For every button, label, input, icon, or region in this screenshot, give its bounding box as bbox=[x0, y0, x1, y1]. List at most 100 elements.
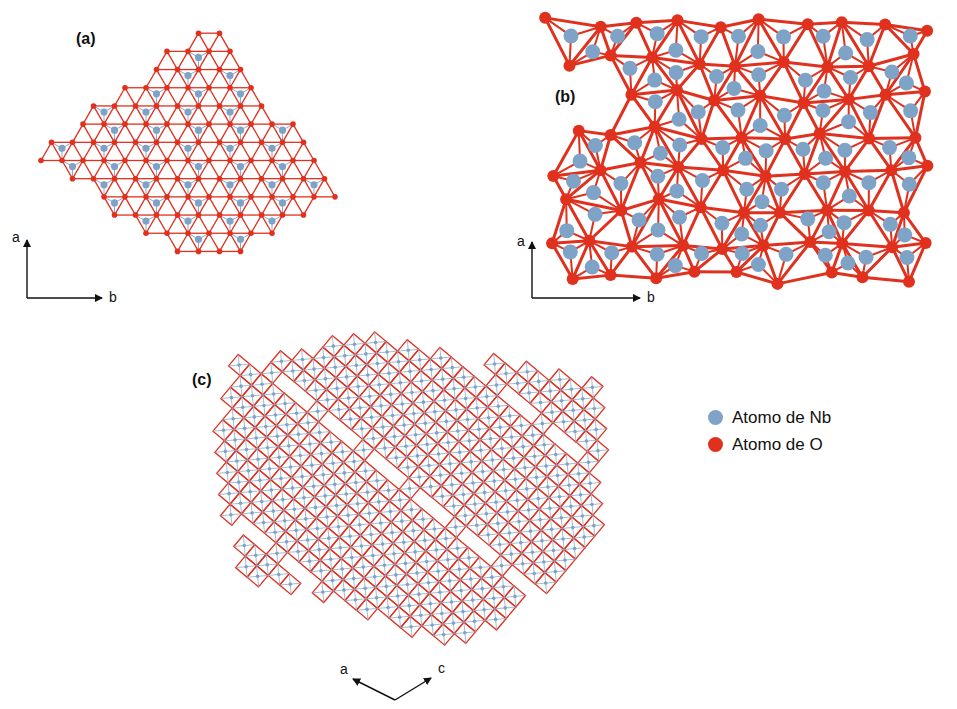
nb-atom bbox=[142, 145, 149, 152]
octahedron-outline bbox=[317, 389, 338, 410]
bond-line bbox=[309, 551, 311, 572]
bond-line bbox=[455, 399, 457, 420]
bond-line bbox=[259, 470, 261, 491]
nb-atom bbox=[651, 222, 666, 237]
bond-line bbox=[209, 197, 220, 215]
nb-atom bbox=[672, 112, 687, 127]
bond-line bbox=[361, 535, 363, 556]
bond-line bbox=[213, 429, 234, 431]
bond-line bbox=[178, 160, 189, 178]
octahedron-outline bbox=[365, 332, 386, 353]
octahedron-outline bbox=[522, 542, 543, 563]
bond-line bbox=[232, 408, 234, 429]
o-atom bbox=[672, 161, 684, 173]
o-atom bbox=[921, 160, 933, 172]
bond-line bbox=[365, 343, 367, 364]
octahedron-outline bbox=[261, 479, 282, 500]
octahedron-outline bbox=[221, 387, 242, 408]
octahedron-outline bbox=[234, 418, 255, 439]
octahedron-outline bbox=[554, 550, 575, 571]
bond-line bbox=[253, 522, 274, 524]
bond-line bbox=[307, 529, 309, 550]
bond-line bbox=[468, 428, 489, 430]
octahedron-outline bbox=[421, 359, 442, 380]
bond-line bbox=[297, 539, 318, 541]
nb-atom bbox=[613, 176, 628, 191]
o-atom bbox=[70, 140, 76, 146]
octahedron-outline bbox=[481, 567, 502, 588]
o-atom bbox=[563, 60, 575, 72]
bond-line bbox=[220, 197, 231, 215]
octahedron-outline bbox=[516, 478, 537, 499]
octahedron-outline bbox=[444, 378, 465, 399]
o-atom bbox=[227, 49, 233, 55]
bond-line bbox=[199, 69, 220, 70]
octahedron-outline bbox=[323, 336, 344, 357]
bond-line bbox=[382, 415, 403, 417]
octahedron-outline bbox=[219, 483, 240, 504]
octahedron-outline bbox=[487, 513, 508, 534]
bond-line bbox=[386, 342, 388, 363]
nb-atom bbox=[902, 177, 917, 192]
bond-line bbox=[178, 88, 189, 106]
bond-line bbox=[288, 435, 290, 456]
bond-line bbox=[313, 359, 315, 380]
bond-line bbox=[417, 445, 419, 466]
nb-atom bbox=[585, 44, 600, 59]
bond-line bbox=[303, 370, 305, 391]
bond-line bbox=[338, 516, 340, 537]
bond-line bbox=[372, 545, 374, 566]
octahedron-outline bbox=[535, 573, 556, 594]
octahedron-outline bbox=[320, 549, 341, 570]
bond-line bbox=[293, 197, 304, 215]
octahedron-outline bbox=[420, 593, 441, 614]
bond-line bbox=[242, 395, 263, 397]
bond-line bbox=[251, 196, 272, 197]
bond-line bbox=[146, 160, 167, 161]
o-atom bbox=[259, 103, 265, 109]
o-atom bbox=[695, 201, 707, 213]
nb-atom bbox=[751, 257, 766, 272]
bond-line bbox=[320, 443, 322, 464]
bond-line bbox=[236, 450, 238, 471]
lattice-b bbox=[539, 12, 933, 290]
bond-line bbox=[474, 376, 476, 397]
bond-line bbox=[611, 55, 652, 57]
octahedron-outline bbox=[415, 413, 436, 434]
octahedron-outline bbox=[476, 503, 497, 524]
octahedron-outline bbox=[420, 476, 441, 497]
o-atom bbox=[122, 194, 128, 200]
bond-line bbox=[293, 124, 304, 142]
o-atom bbox=[332, 194, 338, 200]
o-atom bbox=[715, 21, 727, 33]
nb-atom bbox=[837, 143, 852, 158]
bond-line bbox=[257, 566, 259, 587]
octahedron-outline bbox=[426, 422, 447, 443]
octahedron-outline bbox=[572, 388, 593, 409]
bond-line bbox=[439, 463, 460, 465]
octahedron-outline bbox=[418, 572, 439, 593]
bond-line bbox=[199, 215, 210, 233]
bond-line bbox=[178, 251, 199, 252]
octahedron-outline bbox=[382, 405, 403, 426]
bond-line bbox=[365, 461, 367, 482]
o-atom bbox=[843, 93, 855, 105]
bond-line bbox=[224, 439, 245, 441]
octahedron-outline bbox=[230, 493, 251, 514]
octahedron-outline bbox=[322, 453, 343, 474]
octahedron-outline bbox=[399, 361, 420, 382]
bond-line bbox=[313, 357, 334, 359]
o-atom bbox=[238, 212, 244, 218]
bond-line bbox=[334, 355, 355, 357]
bond-line bbox=[52, 142, 73, 143]
octahedron-outline bbox=[424, 518, 445, 539]
octahedron-outline bbox=[318, 528, 339, 549]
bond-line bbox=[284, 510, 286, 531]
nb-atom bbox=[738, 151, 753, 166]
bond-line bbox=[242, 397, 244, 418]
octahedron-outline bbox=[282, 478, 303, 499]
octahedron-outline bbox=[562, 517, 583, 538]
bond-line bbox=[328, 409, 349, 411]
o-atom bbox=[301, 140, 307, 146]
